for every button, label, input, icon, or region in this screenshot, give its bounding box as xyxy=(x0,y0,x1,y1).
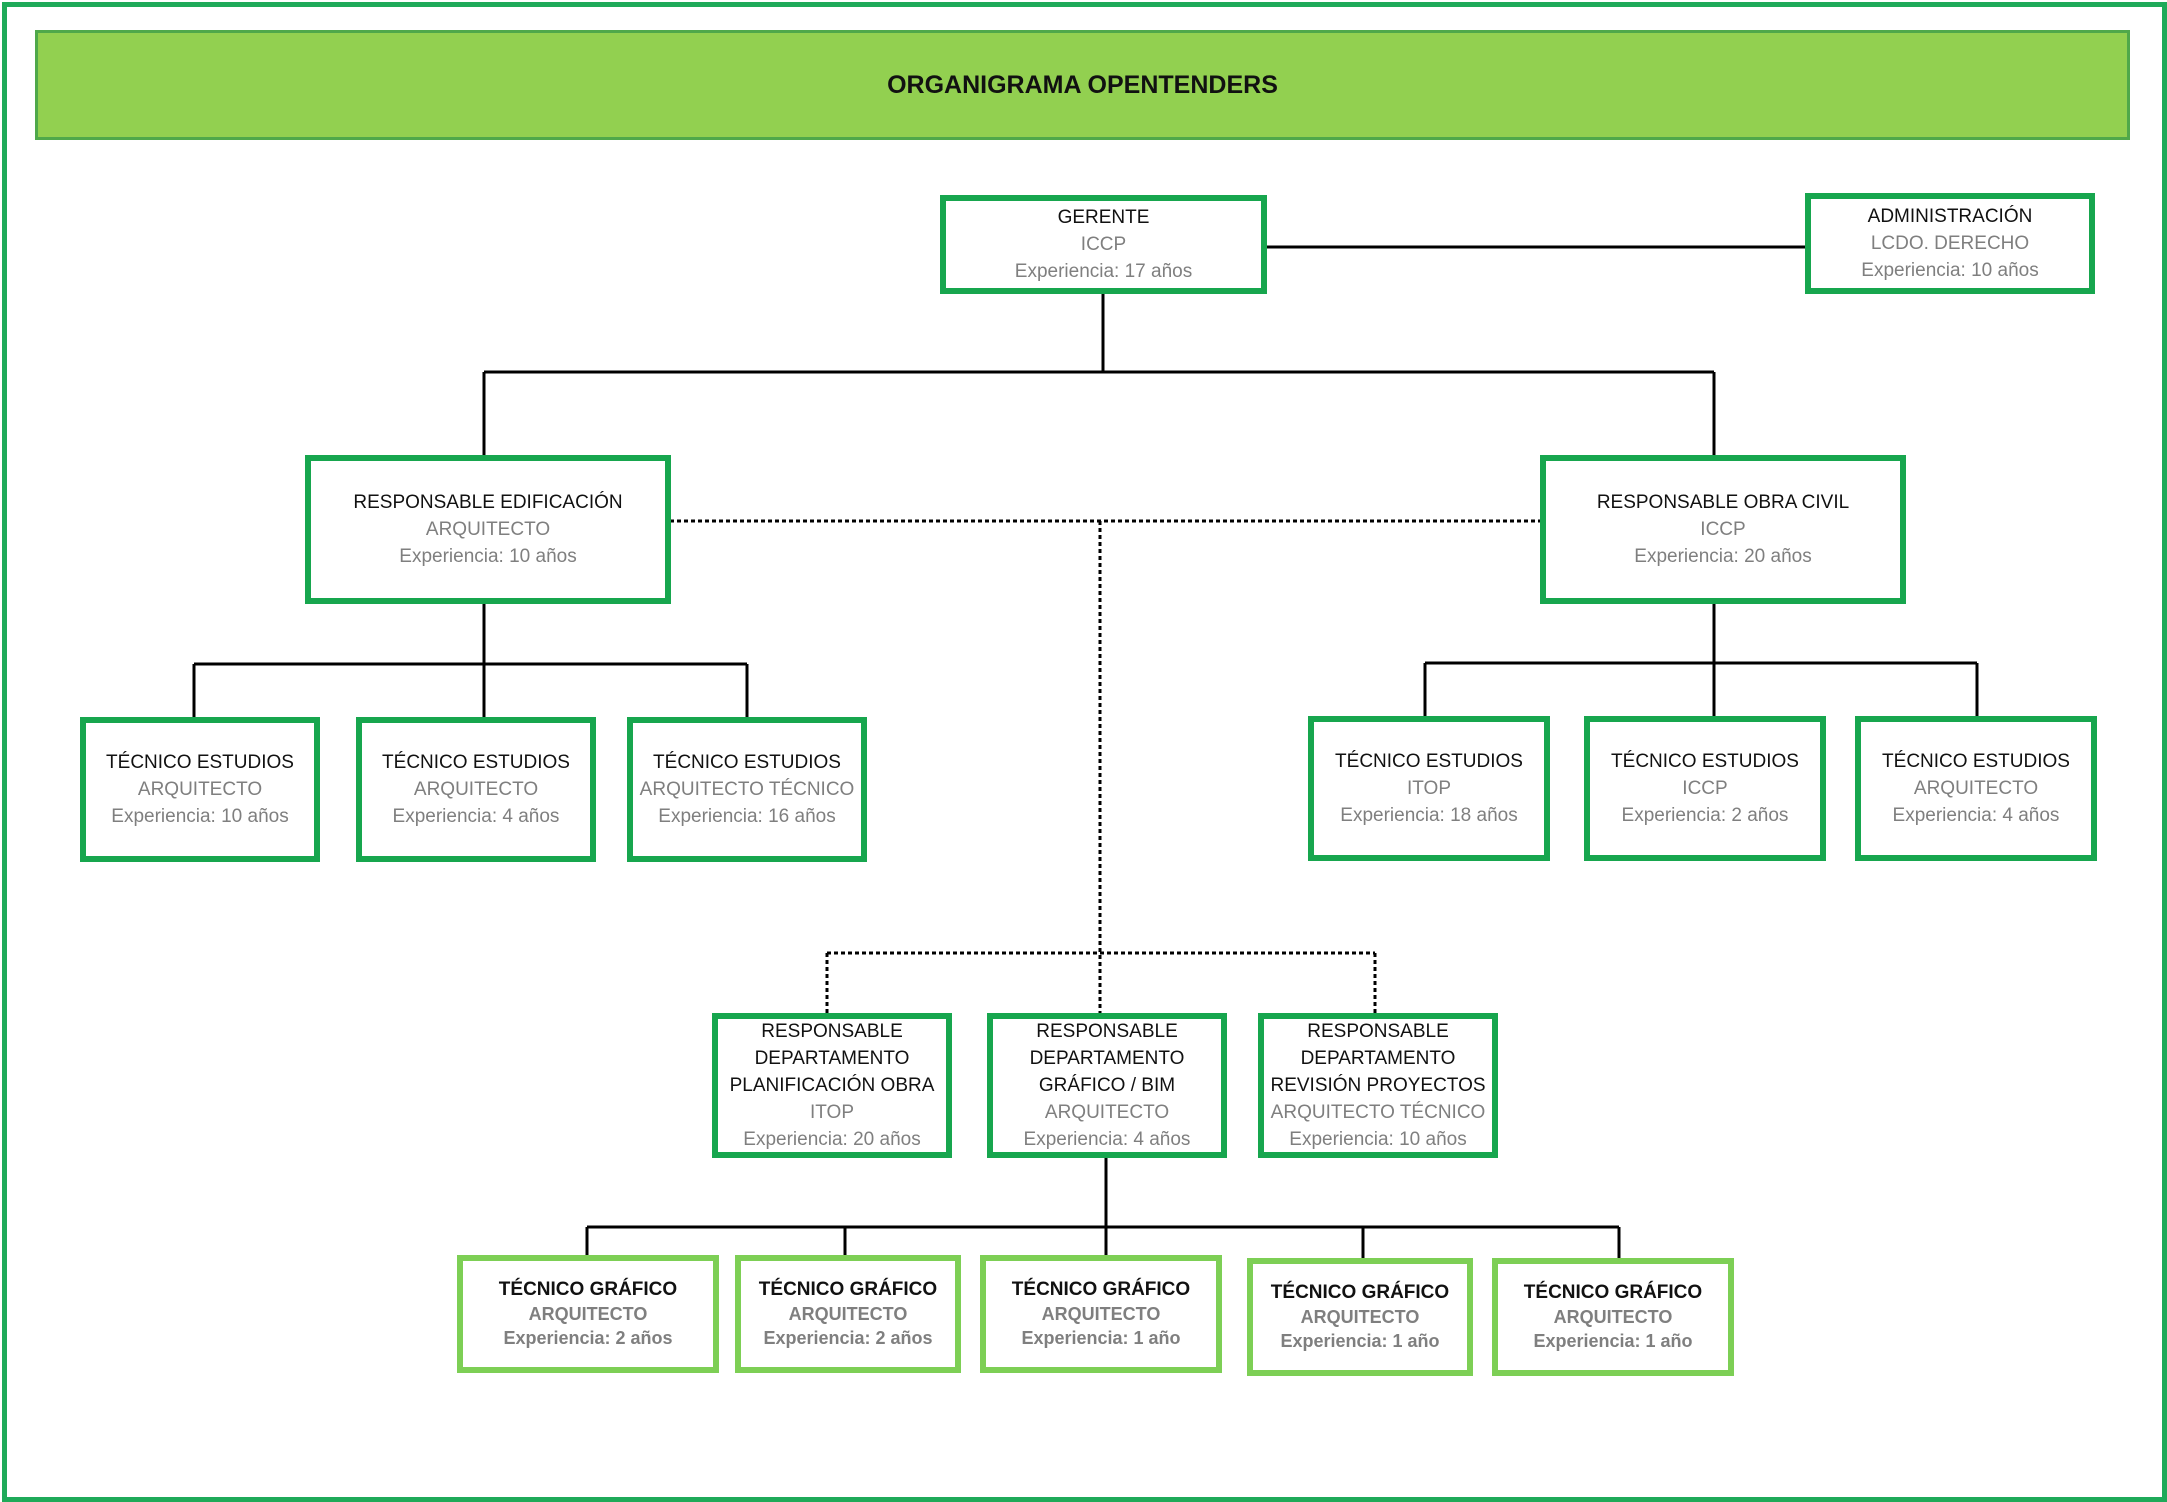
node-experience: Experiencia: 4 años xyxy=(1023,1129,1191,1150)
node-role: RESPONSABLE EDIFICACIÓN xyxy=(353,492,623,513)
node-degree: ITOP xyxy=(810,1102,854,1123)
node-experience: Experiencia: 4 años xyxy=(392,806,560,827)
node-role: TÉCNICO GRÁFICO xyxy=(758,1279,938,1300)
node-role: TÉCNICO ESTUDIOS xyxy=(1335,751,1523,772)
node-degree: ICCP xyxy=(1682,778,1728,799)
node-degree: ARQUITECTO TÉCNICO xyxy=(639,779,855,800)
node-tecnico-grafico: TÉCNICO GRÁFICO ARQUITECTO Experiencia: … xyxy=(457,1255,719,1373)
node-responsable-edificacion: RESPONSABLE EDIFICACIÓN ARQUITECTO Exper… xyxy=(305,455,671,604)
node-degree: ARQUITECTO xyxy=(1300,1307,1420,1327)
node-tecnico-estudios: TÉCNICO ESTUDIOS ARQUITECTO Experiencia:… xyxy=(356,717,596,862)
node-role-line: RESPONSABLE xyxy=(1036,1021,1178,1042)
node-degree: ITOP xyxy=(1407,778,1451,799)
node-experience: Experiencia: 10 años xyxy=(1289,1129,1467,1150)
node-experience: Experiencia: 10 años xyxy=(1861,260,2039,281)
node-tecnico-estudios: TÉCNICO ESTUDIOS ARQUITECTO Experiencia:… xyxy=(80,717,320,862)
node-experience: Experiencia: 20 años xyxy=(1634,546,1812,567)
node-tecnico-estudios: TÉCNICO ESTUDIOS ARQUITECTO TÉCNICO Expe… xyxy=(627,717,867,862)
node-experience: Experiencia: 2 años xyxy=(1621,805,1789,826)
node-role-line: PLANIFICACIÓN OBRA xyxy=(729,1075,935,1096)
node-role: TÉCNICO ESTUDIOS xyxy=(382,752,570,773)
node-experience: Experiencia: 4 años xyxy=(1892,805,2060,826)
node-role-line: DEPARTAMENTO xyxy=(1300,1048,1456,1069)
node-role: RESPONSABLE OBRA CIVIL xyxy=(1596,492,1850,513)
node-role: ADMINISTRACIÓN xyxy=(1867,206,2033,227)
node-experience: Experiencia: 10 años xyxy=(111,806,289,827)
node-role: TÉCNICO GRÁFICO xyxy=(1523,1282,1703,1303)
node-degree: ICCP xyxy=(1700,519,1746,540)
node-tecnico-grafico: TÉCNICO GRÁFICO ARQUITECTO Experiencia: … xyxy=(1247,1258,1473,1376)
node-degree: ARQUITECTO xyxy=(1041,1304,1161,1324)
node-responsable-obra-civil: RESPONSABLE OBRA CIVIL ICCP Experiencia:… xyxy=(1540,455,1906,604)
node-degree: ICCP xyxy=(1080,234,1127,255)
node-gerente: GERENTE ICCP Experiencia: 17 años xyxy=(940,195,1267,294)
node-degree: ARQUITECTO xyxy=(137,779,263,800)
node-role-line: DEPARTAMENTO xyxy=(754,1048,910,1069)
node-experience: Experiencia: 1 año xyxy=(1533,1331,1693,1351)
node-role-line: REVISIÓN PROYECTOS xyxy=(1270,1075,1486,1096)
node-role: TÉCNICO ESTUDIOS xyxy=(1611,751,1799,772)
node-experience: Experiencia: 2 años xyxy=(763,1328,933,1348)
node-experience: Experiencia: 18 años xyxy=(1340,805,1518,826)
node-degree: ARQUITECTO xyxy=(528,1304,648,1324)
node-degree: ARQUITECTO xyxy=(1913,778,2039,799)
node-experience: Experiencia: 10 años xyxy=(399,546,577,567)
node-experience: Experiencia: 1 año xyxy=(1280,1331,1440,1351)
node-role-line: RESPONSABLE xyxy=(761,1021,903,1042)
node-role: TÉCNICO GRÁFICO xyxy=(1270,1282,1450,1303)
node-experience: Experiencia: 1 año xyxy=(1021,1328,1181,1348)
node-responsable-grafico-bim: RESPONSABLE DEPARTAMENTO GRÁFICO / BIM A… xyxy=(987,1013,1227,1158)
node-degree: ARQUITECTO TÉCNICO xyxy=(1270,1102,1486,1123)
node-degree: ARQUITECTO xyxy=(413,779,539,800)
node-administracion: ADMINISTRACIÓN LCDO. DERECHO Experiencia… xyxy=(1805,193,2095,294)
node-experience: Experiencia: 17 años xyxy=(1014,261,1193,282)
node-degree: ARQUITECTO xyxy=(1044,1102,1170,1123)
node-responsable-planificacion: RESPONSABLE DEPARTAMENTO PLANIFICACIÓN O… xyxy=(712,1013,952,1158)
node-experience: Experiencia: 2 años xyxy=(503,1328,673,1348)
node-tecnico-estudios: TÉCNICO ESTUDIOS ARQUITECTO Experiencia:… xyxy=(1855,716,2097,861)
node-degree: ARQUITECTO xyxy=(788,1304,908,1324)
node-tecnico-grafico: TÉCNICO GRÁFICO ARQUITECTO Experiencia: … xyxy=(980,1255,1222,1373)
node-role-line: DEPARTAMENTO xyxy=(1029,1048,1185,1069)
node-tecnico-estudios: TÉCNICO ESTUDIOS ICCP Experiencia: 2 año… xyxy=(1584,716,1826,861)
node-degree: LCDO. DERECHO xyxy=(1870,233,2030,254)
node-role-line: GRÁFICO / BIM xyxy=(1038,1075,1176,1096)
node-degree: ARQUITECTO xyxy=(1553,1307,1673,1327)
chart-title: ORGANIGRAMA OPENTENDERS xyxy=(887,70,1278,99)
node-role: TÉCNICO ESTUDIOS xyxy=(653,752,841,773)
node-role-line: RESPONSABLE xyxy=(1307,1021,1449,1042)
node-role: TÉCNICO ESTUDIOS xyxy=(1882,751,2070,772)
node-responsable-revision: RESPONSABLE DEPARTAMENTO REVISIÓN PROYEC… xyxy=(1258,1013,1498,1158)
node-tecnico-grafico: TÉCNICO GRÁFICO ARQUITECTO Experiencia: … xyxy=(1492,1258,1734,1376)
chart-title-banner: ORGANIGRAMA OPENTENDERS xyxy=(35,30,2130,140)
node-tecnico-estudios: TÉCNICO ESTUDIOS ITOP Experiencia: 18 añ… xyxy=(1308,716,1550,861)
node-role: TÉCNICO GRÁFICO xyxy=(498,1279,678,1300)
node-tecnico-grafico: TÉCNICO GRÁFICO ARQUITECTO Experiencia: … xyxy=(735,1255,961,1373)
node-degree: ARQUITECTO xyxy=(425,519,551,540)
node-role: TÉCNICO GRÁFICO xyxy=(1011,1279,1191,1300)
node-experience: Experiencia: 16 años xyxy=(658,806,836,827)
node-role: GERENTE xyxy=(1057,207,1150,228)
node-role: TÉCNICO ESTUDIOS xyxy=(106,752,294,773)
node-experience: Experiencia: 20 años xyxy=(743,1129,921,1150)
